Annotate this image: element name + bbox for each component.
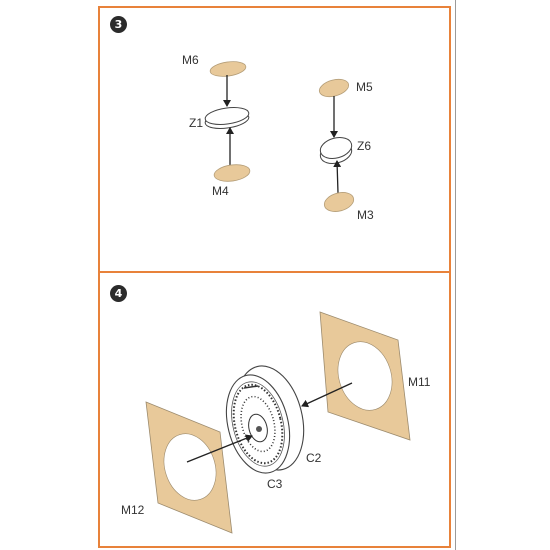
label-m3: M3 [357, 208, 374, 222]
wheel-z1 [204, 107, 250, 129]
label-c3: C3 [267, 477, 283, 491]
mask-m5 [318, 78, 350, 98]
arrow-m3-to-z6 [333, 160, 342, 194]
mask-m4 [213, 164, 251, 182]
label-m11: M11 [408, 375, 431, 389]
label-z6: Z6 [357, 139, 371, 153]
mask-m11 [319, 311, 411, 441]
label-z1: Z1 [189, 116, 203, 130]
label-m5: M5 [356, 80, 373, 94]
label-m4: M4 [212, 184, 229, 198]
mask-m3 [323, 192, 355, 212]
label-m6: M6 [182, 53, 199, 67]
wheel-c2-c3 [225, 365, 305, 474]
wheel-z6 [319, 136, 353, 165]
step-3-panel: 3 [98, 6, 451, 273]
label-c2: C2 [306, 451, 322, 465]
arrow-m12-to-wheel [186, 434, 253, 463]
mask-m12 [145, 401, 233, 534]
step-3-badge: 3 [110, 16, 127, 33]
step-4-badge: 4 [110, 285, 127, 302]
arrow-m11-to-wheel [301, 382, 353, 408]
page-edge-line [455, 0, 456, 550]
label-m12: M12 [121, 503, 145, 517]
mask-m6 [209, 61, 247, 77]
